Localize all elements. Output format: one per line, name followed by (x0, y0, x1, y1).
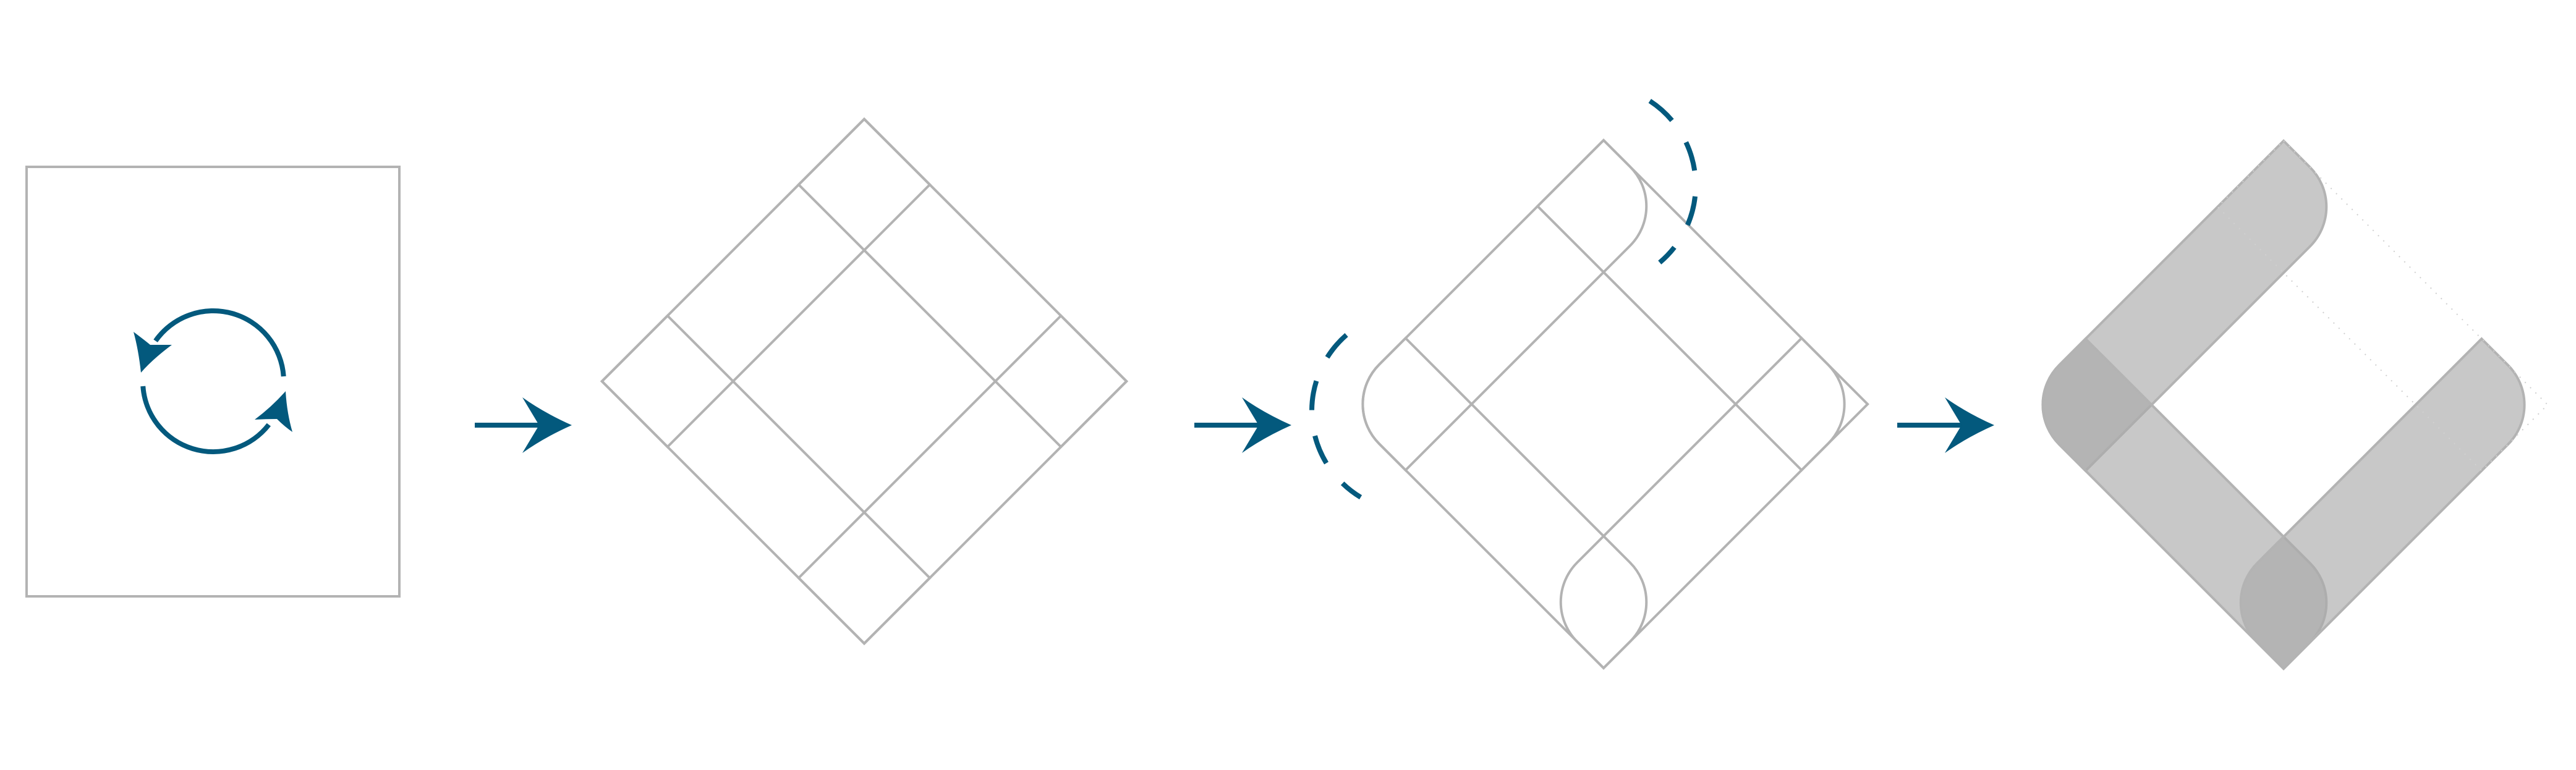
rotate-icon (134, 308, 292, 454)
rotate-arrowhead-left (134, 332, 172, 373)
strip-top (1536, 138, 1869, 472)
panel-square (25, 166, 401, 598)
rotate-arc-upper (153, 308, 286, 377)
rotate-arc-lower (140, 386, 271, 454)
rotation-dashed-arc-left (1309, 332, 1362, 500)
panel-grid-diamond (600, 117, 1129, 646)
strip-right (797, 314, 1129, 646)
square-frame (25, 166, 401, 598)
arrow-right-icon (475, 397, 572, 453)
strip-left (1361, 138, 1648, 472)
strip-right (2239, 337, 2526, 671)
rotate-arrowhead-right (255, 391, 292, 432)
panel-rounded-diamond (1309, 98, 1869, 670)
rotation-dashed-arc-right (1648, 98, 1698, 264)
strip-right (1559, 336, 1846, 670)
strip-bottom (1361, 336, 1648, 670)
strip-top (797, 117, 1129, 449)
strip-left (600, 117, 932, 449)
connector-arrows (475, 397, 1994, 453)
panel-filled-strips (2041, 139, 2549, 671)
arrow-right-icon (1897, 397, 1994, 453)
strip-bottom (600, 314, 932, 646)
arrow-right-icon (1194, 397, 1291, 453)
